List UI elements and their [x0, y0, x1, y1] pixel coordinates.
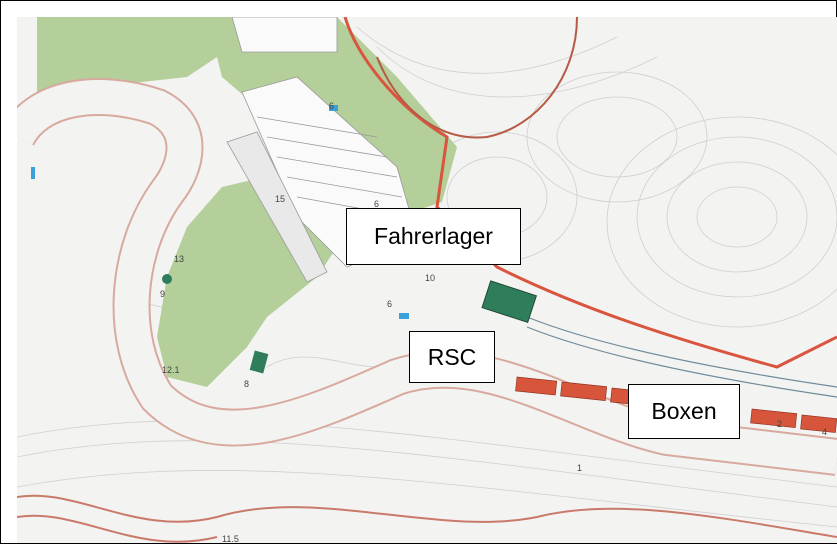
- fahrerlager-label: Fahrerlager: [346, 208, 521, 265]
- marker-9: [162, 274, 172, 284]
- num-8: 8: [244, 379, 249, 389]
- blue-markers: [31, 105, 409, 319]
- num-1: 1: [577, 463, 582, 473]
- circuit-map: 6 15 6 13 9 10 6 12.1 8 1 2 4 11.5: [17, 17, 837, 543]
- pit-road: [526, 316, 837, 398]
- property-boundary: [343, 17, 837, 369]
- num-2: 2: [777, 419, 782, 429]
- num-6-low: 6: [387, 299, 392, 309]
- boxen-label: Boxen: [628, 384, 740, 439]
- num-9: 9: [160, 289, 165, 299]
- num-10: 10: [425, 273, 435, 283]
- num-12-1: 12.1: [162, 365, 180, 375]
- num-6-top: 6: [329, 101, 334, 111]
- water-basin: [481, 280, 537, 324]
- num-11-5: 11.5: [222, 534, 239, 543]
- building-8: [249, 350, 269, 374]
- num-15: 15: [275, 194, 285, 204]
- num-6-mid: 6: [374, 199, 379, 209]
- rsc-label: RSC: [409, 331, 495, 383]
- contour-lines: [17, 26, 837, 528]
- num-13: 13: [174, 254, 184, 264]
- num-4: 4: [822, 427, 827, 437]
